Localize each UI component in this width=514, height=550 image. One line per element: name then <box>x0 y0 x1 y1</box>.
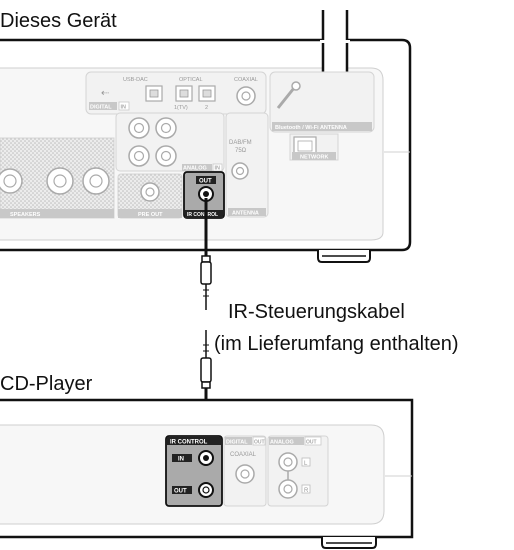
bt-wifi-label: Bluetooth / Wi-Fi ANTENNA <box>275 125 347 131</box>
cable-caption-line1: IR-Steuerungskabel <box>228 301 405 323</box>
analog-out-suffix: OUT <box>306 440 317 446</box>
device-top-title: Dieses Gerät <box>0 10 117 32</box>
digital-in-suffix: IN <box>121 105 127 111</box>
digital-in-label: DIGITAL <box>90 105 112 111</box>
device-bottom-title: CD-Player <box>0 373 93 395</box>
speakers-label: SPEAKERS <box>10 212 41 218</box>
analog-out-label: ANALOG <box>270 440 294 446</box>
optical-1-label: 1(TV) <box>174 105 188 111</box>
usb-dac-label: USB-DAC <box>123 77 148 83</box>
coaxial-label: COAXIAL <box>234 77 258 83</box>
network-panel: Bluetooth / Wi-Fi ANTENNA NETWORK <box>269 71 375 161</box>
ir-control-out-panel-top: OUT IR CONTROL <box>183 171 225 219</box>
pre-out-label: PRE OUT <box>138 212 163 218</box>
ir-control-label-bottom: IR CONTROL <box>170 440 208 446</box>
usb-icon: ⇠ <box>101 88 109 99</box>
ir-control-panel-bottom: IR CONTROL IN OUT <box>165 435 223 507</box>
network-label: NETWORK <box>300 155 328 161</box>
analog-in-label: ANALOG <box>183 166 207 172</box>
antenna-label: ANTENNA <box>232 211 259 217</box>
ir-control-label-top: IR CONTROL <box>187 212 218 218</box>
analog-r-label: R <box>304 488 309 494</box>
pre-out-panel: PRE OUT <box>117 173 183 219</box>
dab-fm-label: DAB/FM <box>229 140 252 146</box>
cable-caption-line2: (im Lieferumfang enthalten) <box>214 333 459 355</box>
ir-out-label-top: OUT <box>199 179 212 185</box>
optical-2-label: 2 <box>205 105 208 111</box>
analog-out-panel: ANALOG OUT L R <box>267 435 329 507</box>
digital-out-suffix: OUT <box>254 440 265 446</box>
digital-out-panel: DIGITAL OUT COAXIAL <box>223 435 267 507</box>
dab-ohm-label: 75Ω <box>235 148 247 154</box>
analog-in-suffix: IN <box>215 166 221 172</box>
analog-in-panel: ANALOG IN <box>115 112 225 172</box>
ir-in-label: IN <box>178 457 184 463</box>
antenna-connector-icon <box>276 81 301 109</box>
ir-out-label-bottom: OUT <box>174 489 187 495</box>
digital-in-panel: USB-DAC OPTICAL COAXIAL DIGITAL IN ⇠ 1(T… <box>85 71 267 115</box>
speakers-panel: SPEAKERS <box>0 137 115 219</box>
optical-label: OPTICAL <box>179 77 203 83</box>
dab-fm-panel: DAB/FM 75Ω ANTENNA <box>225 112 269 218</box>
digital-out-label: DIGITAL <box>226 440 248 446</box>
analog-l-label: L <box>304 461 308 467</box>
coaxial-out-label: COAXIAL <box>230 452 257 458</box>
